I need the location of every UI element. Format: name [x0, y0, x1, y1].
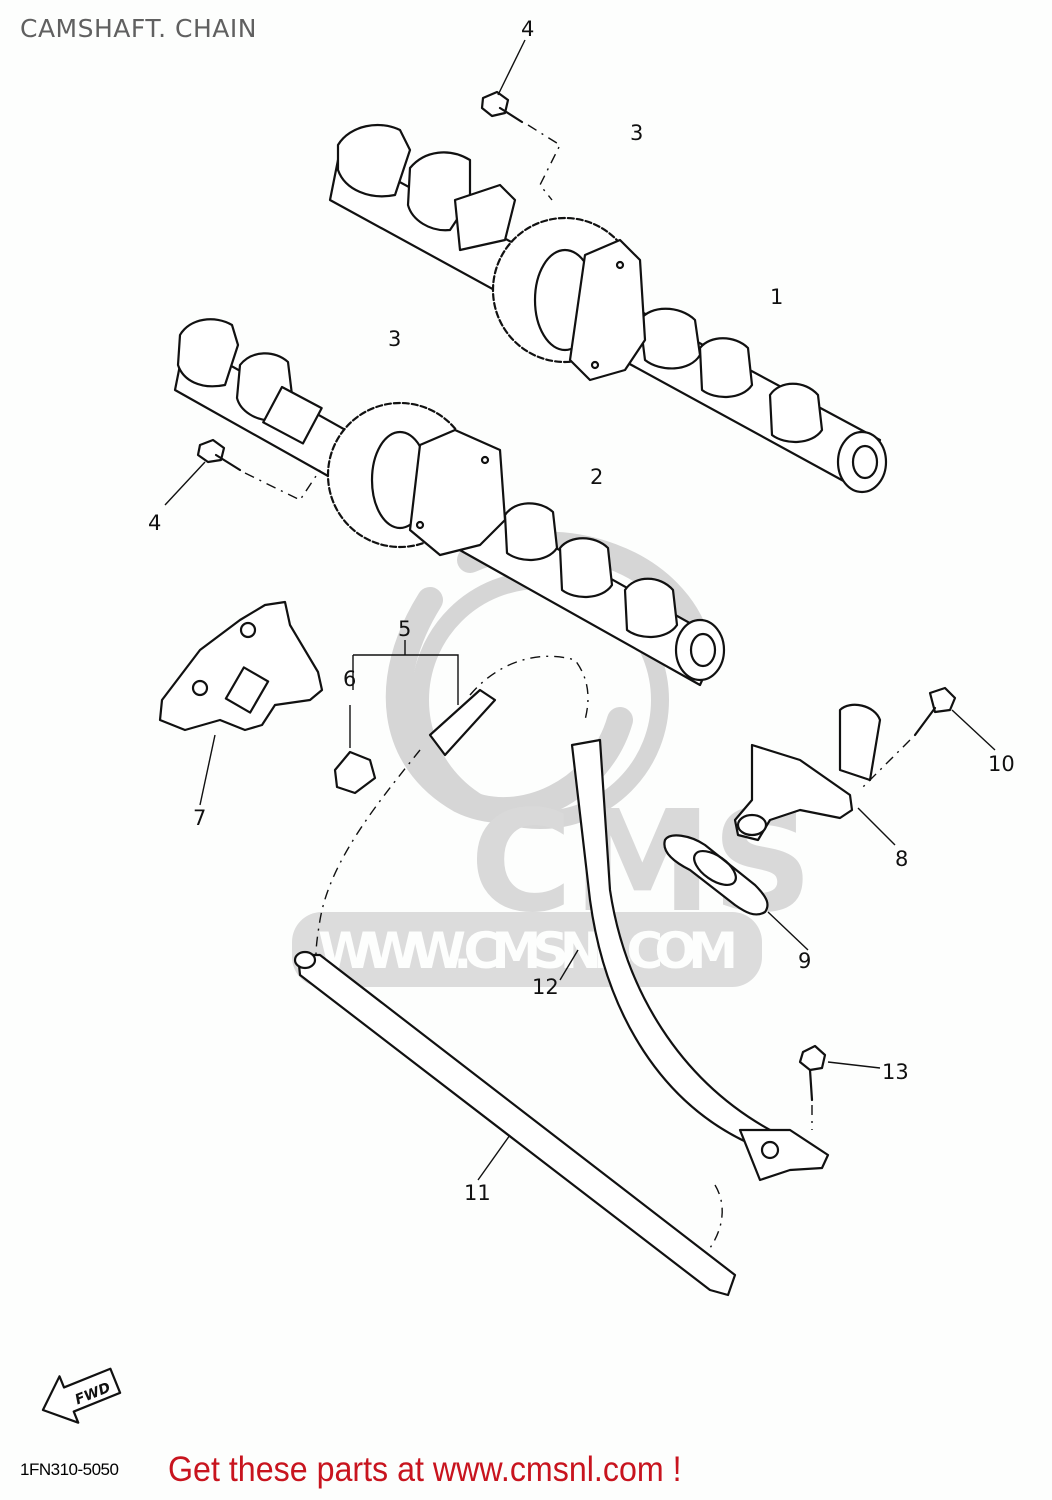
part-label[interactable]: 3 [388, 327, 401, 351]
watermark-text: WWW.CMSNL.COM [318, 922, 738, 980]
guide-bolt[interactable] [798, 1044, 881, 1130]
chain-tensioner[interactable] [733, 703, 896, 846]
part-label[interactable]: 8 [895, 847, 908, 871]
part-label[interactable]: 13 [882, 1060, 909, 1084]
tensioner-gasket[interactable] [663, 834, 809, 951]
part-label[interactable]: 5 [398, 617, 411, 641]
part-label[interactable]: 7 [193, 806, 206, 830]
part-label[interactable]: 10 [988, 752, 1015, 776]
part-label[interactable]: 2 [590, 465, 603, 489]
fwd-arrow-icon: FWD [41, 1367, 122, 1424]
part-label[interactable]: 9 [798, 949, 811, 973]
tensioner-bolt[interactable] [859, 686, 996, 791]
part-label[interactable]: 3 [630, 121, 643, 145]
part-label[interactable]: 12 [532, 975, 559, 999]
bolt-4-upper[interactable] [480, 39, 561, 201]
page-title: CAMSHAFT. CHAIN [20, 14, 257, 43]
cam-chain[interactable] [315, 640, 723, 1261]
promo-link[interactable]: Get these parts at www.cmsnl.com ! [168, 1450, 682, 1489]
part-label[interactable]: 4 [521, 17, 534, 41]
chain-guide-intake[interactable] [559, 738, 830, 1182]
chain-joint[interactable] [333, 705, 377, 795]
watermark: CMS WWW.CMSNL.COM [292, 531, 813, 987]
chain-guide-exhaust[interactable] [293, 950, 737, 1297]
part-label[interactable]: 11 [464, 1181, 491, 1205]
bolt-4-lower[interactable] [164, 438, 321, 506]
part-label[interactable]: 6 [343, 667, 356, 691]
part-label[interactable]: 4 [148, 511, 161, 535]
cam-sprocket-1[interactable] [491, 216, 647, 382]
chain-guide-top[interactable] [158, 600, 324, 806]
cam-sprocket-2[interactable] [326, 401, 507, 557]
part-label[interactable]: 1 [770, 285, 783, 309]
diagram-ref-code: 1FN310-5050 [20, 1460, 119, 1479]
